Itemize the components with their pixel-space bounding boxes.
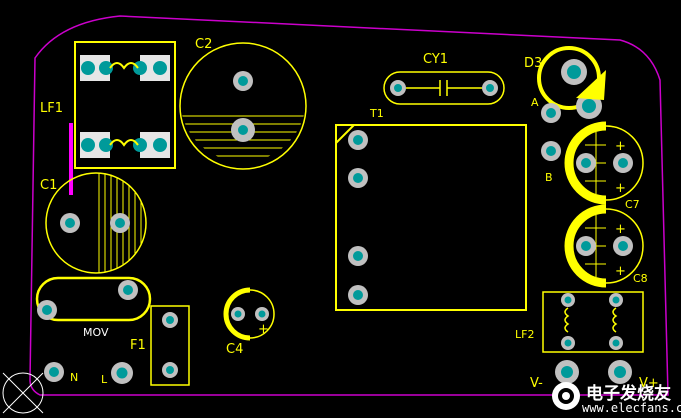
label-v-minus: V- xyxy=(530,376,543,391)
label-c1: C1 xyxy=(40,178,57,193)
lf1-component xyxy=(74,41,176,169)
c1-capacitor xyxy=(45,172,147,274)
watermark-title: 电子发烧友 xyxy=(586,383,671,404)
f1-fuse xyxy=(150,305,190,386)
label-t1: T1 xyxy=(369,107,384,120)
label-v-plus: V+ xyxy=(639,376,659,391)
label-c8-plus-2: + xyxy=(615,264,626,279)
label-cy1: CY1 xyxy=(423,52,448,67)
c8-capacitor xyxy=(564,204,644,288)
label-mov: MOV xyxy=(83,326,109,339)
label-d3: D3 xyxy=(524,56,542,71)
circuit-logo-icon xyxy=(552,382,580,410)
c2-capacitor xyxy=(179,42,307,170)
t1-transformer xyxy=(335,124,527,311)
label-l: L xyxy=(101,373,108,386)
label-c8: C8 xyxy=(633,272,648,285)
cy1-capacitor xyxy=(383,71,505,105)
label-c4: C4 xyxy=(226,342,243,357)
label-c8-plus-1: + xyxy=(615,222,626,237)
label-f1: F1 xyxy=(130,338,146,353)
d3-diode xyxy=(537,46,606,119)
mov-varistor xyxy=(35,276,152,322)
label-a: A xyxy=(531,96,539,109)
label-c2: C2 xyxy=(195,37,212,52)
label-n: N xyxy=(70,371,78,384)
label-lf2: LF2 xyxy=(515,328,534,341)
c4-capacitor xyxy=(223,287,275,341)
lf2-choke xyxy=(542,291,644,353)
label-b: B xyxy=(545,171,553,184)
label-c7-plus-2: + xyxy=(615,181,626,196)
label-c4-plus: + xyxy=(258,322,269,337)
label-c7: C7 xyxy=(625,198,640,211)
watermark: 电子发烧友 www.elecfans.com xyxy=(552,382,681,415)
label-lf1: LF1 xyxy=(40,101,63,116)
c7-capacitor xyxy=(564,121,644,205)
board-outline xyxy=(29,15,669,396)
origin-marker-icon xyxy=(2,372,44,414)
watermark-subtitle: www.elecfans.com xyxy=(582,401,681,415)
label-c7-plus-1: + xyxy=(615,139,626,154)
